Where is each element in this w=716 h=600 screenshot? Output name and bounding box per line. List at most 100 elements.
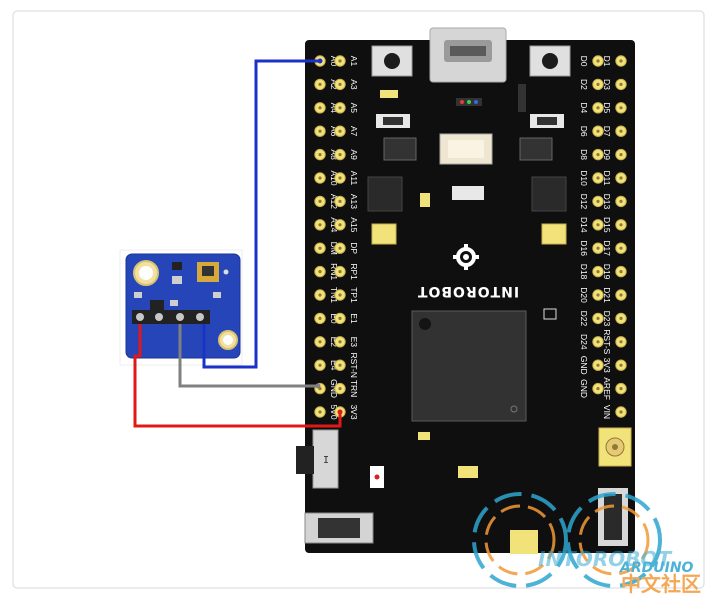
pin-hole bbox=[318, 410, 322, 414]
pin-label: GND bbox=[579, 379, 589, 398]
board-brand-label: INTOROBOT bbox=[417, 283, 519, 299]
pin-label: A7 bbox=[349, 126, 359, 137]
pin-label: A15 bbox=[349, 217, 359, 232]
pin-hole bbox=[596, 363, 600, 367]
pin-label: E2 bbox=[329, 337, 339, 348]
pin-hole bbox=[318, 316, 322, 320]
pin-label: D14 bbox=[579, 217, 589, 233]
intorobot-logo bbox=[453, 244, 479, 270]
pin-hole bbox=[596, 246, 600, 250]
main-chip bbox=[411, 310, 527, 422]
wires bbox=[133, 58, 343, 428]
pin-hole bbox=[318, 176, 322, 180]
pin-label: D10 bbox=[579, 170, 589, 186]
pin-hole bbox=[619, 363, 623, 367]
pin-label: 3V3 bbox=[602, 358, 612, 373]
pin-hole bbox=[596, 316, 600, 320]
pin-hole bbox=[318, 223, 322, 227]
pin-label: RST-N bbox=[349, 352, 359, 378]
pin-hole bbox=[619, 223, 623, 227]
pin-label: 5V0 bbox=[329, 404, 339, 419]
pin-label: DM bbox=[329, 242, 339, 255]
pin-hole bbox=[619, 293, 623, 297]
ground-wire bbox=[178, 324, 318, 388]
community-watermark: INTOROBOT ARDUINO 中文社区 bbox=[472, 492, 701, 596]
pin-label: A2 bbox=[329, 79, 339, 90]
pin-label: D0 bbox=[579, 56, 589, 67]
pin-hole bbox=[619, 316, 623, 320]
pin-label: D18 bbox=[579, 264, 589, 280]
pin-label: D22 bbox=[579, 311, 589, 327]
pin-hole bbox=[619, 59, 623, 63]
pin-hole bbox=[596, 59, 600, 63]
pin-hole bbox=[619, 129, 623, 133]
pin-label: D24 bbox=[579, 334, 589, 350]
pin-hole bbox=[619, 153, 623, 157]
pin-label: TN1 bbox=[329, 287, 339, 303]
pin-label: D2 bbox=[579, 79, 589, 90]
pin-hole bbox=[619, 106, 623, 110]
pin-label: A8 bbox=[329, 149, 339, 160]
pin-hole bbox=[619, 82, 623, 86]
pin-label: A5 bbox=[349, 103, 359, 114]
pin-label: A9 bbox=[349, 149, 359, 160]
pin-label: VIN bbox=[602, 405, 612, 419]
pin-headers: A0A2A4A6A8A10A12A14DMRN1TN1E0E2E4GND5V0A… bbox=[314, 55, 627, 420]
pin-label: A12 bbox=[329, 194, 339, 209]
pin-label: A10 bbox=[329, 170, 339, 185]
pin-hole bbox=[596, 129, 600, 133]
pin-label: D23 bbox=[602, 311, 612, 327]
pin-label: A4 bbox=[329, 103, 339, 114]
pin-hole bbox=[338, 293, 342, 297]
pin-label: D11 bbox=[602, 171, 612, 186]
pin-hole bbox=[338, 106, 342, 110]
pin-label: D15 bbox=[602, 217, 612, 233]
pin-hole bbox=[619, 270, 623, 274]
pin-hole bbox=[596, 340, 600, 344]
pin-hole bbox=[338, 129, 342, 133]
pin-hole bbox=[338, 82, 342, 86]
pin-label: TRN bbox=[349, 380, 359, 397]
switch-label: I bbox=[323, 455, 329, 466]
pin-hole bbox=[338, 387, 342, 391]
pin-label: A14 bbox=[329, 217, 339, 232]
pin-label: E3 bbox=[349, 337, 359, 348]
pin-hole bbox=[619, 410, 623, 414]
pin-label: D12 bbox=[579, 194, 589, 210]
pin-label: TP1 bbox=[349, 287, 359, 303]
pin-label: RP1 bbox=[349, 263, 359, 280]
power-wire bbox=[133, 324, 342, 428]
pin-hole bbox=[619, 199, 623, 203]
signal-wire bbox=[202, 59, 320, 369]
pin-hole bbox=[318, 246, 322, 250]
pin-label: D3 bbox=[602, 79, 612, 90]
pin-hole bbox=[338, 340, 342, 344]
pin-hole bbox=[318, 82, 322, 86]
pin-hole bbox=[338, 246, 342, 250]
pin-label: D8 bbox=[579, 149, 589, 160]
pin-label: D7 bbox=[602, 126, 612, 137]
pin-hole bbox=[596, 199, 600, 203]
pin-hole bbox=[318, 363, 322, 367]
pin-hole bbox=[596, 293, 600, 297]
pin-hole bbox=[338, 153, 342, 157]
intorobot-board: INTOROBOT I bbox=[296, 27, 635, 554]
pin-label: A1 bbox=[349, 56, 359, 67]
pin-label: D20 bbox=[579, 287, 589, 303]
pin-label: 3V3 bbox=[349, 404, 359, 419]
pin-label: D6 bbox=[579, 126, 589, 137]
pin-hole bbox=[338, 223, 342, 227]
pin-hole bbox=[596, 176, 600, 180]
module-header bbox=[132, 310, 210, 324]
pin-hole bbox=[338, 59, 342, 63]
pin-label: D4 bbox=[579, 102, 589, 113]
pin-label: E1 bbox=[349, 313, 359, 324]
pin-label: A11 bbox=[349, 171, 359, 186]
watermark-community-text: 中文社区 bbox=[621, 572, 701, 596]
pin-hole bbox=[619, 340, 623, 344]
pin-hole bbox=[338, 270, 342, 274]
pin-label: D5 bbox=[602, 102, 612, 113]
pin-hole bbox=[596, 82, 600, 86]
pin-label: RN1 bbox=[329, 263, 339, 280]
pin-label: A6 bbox=[329, 126, 339, 137]
